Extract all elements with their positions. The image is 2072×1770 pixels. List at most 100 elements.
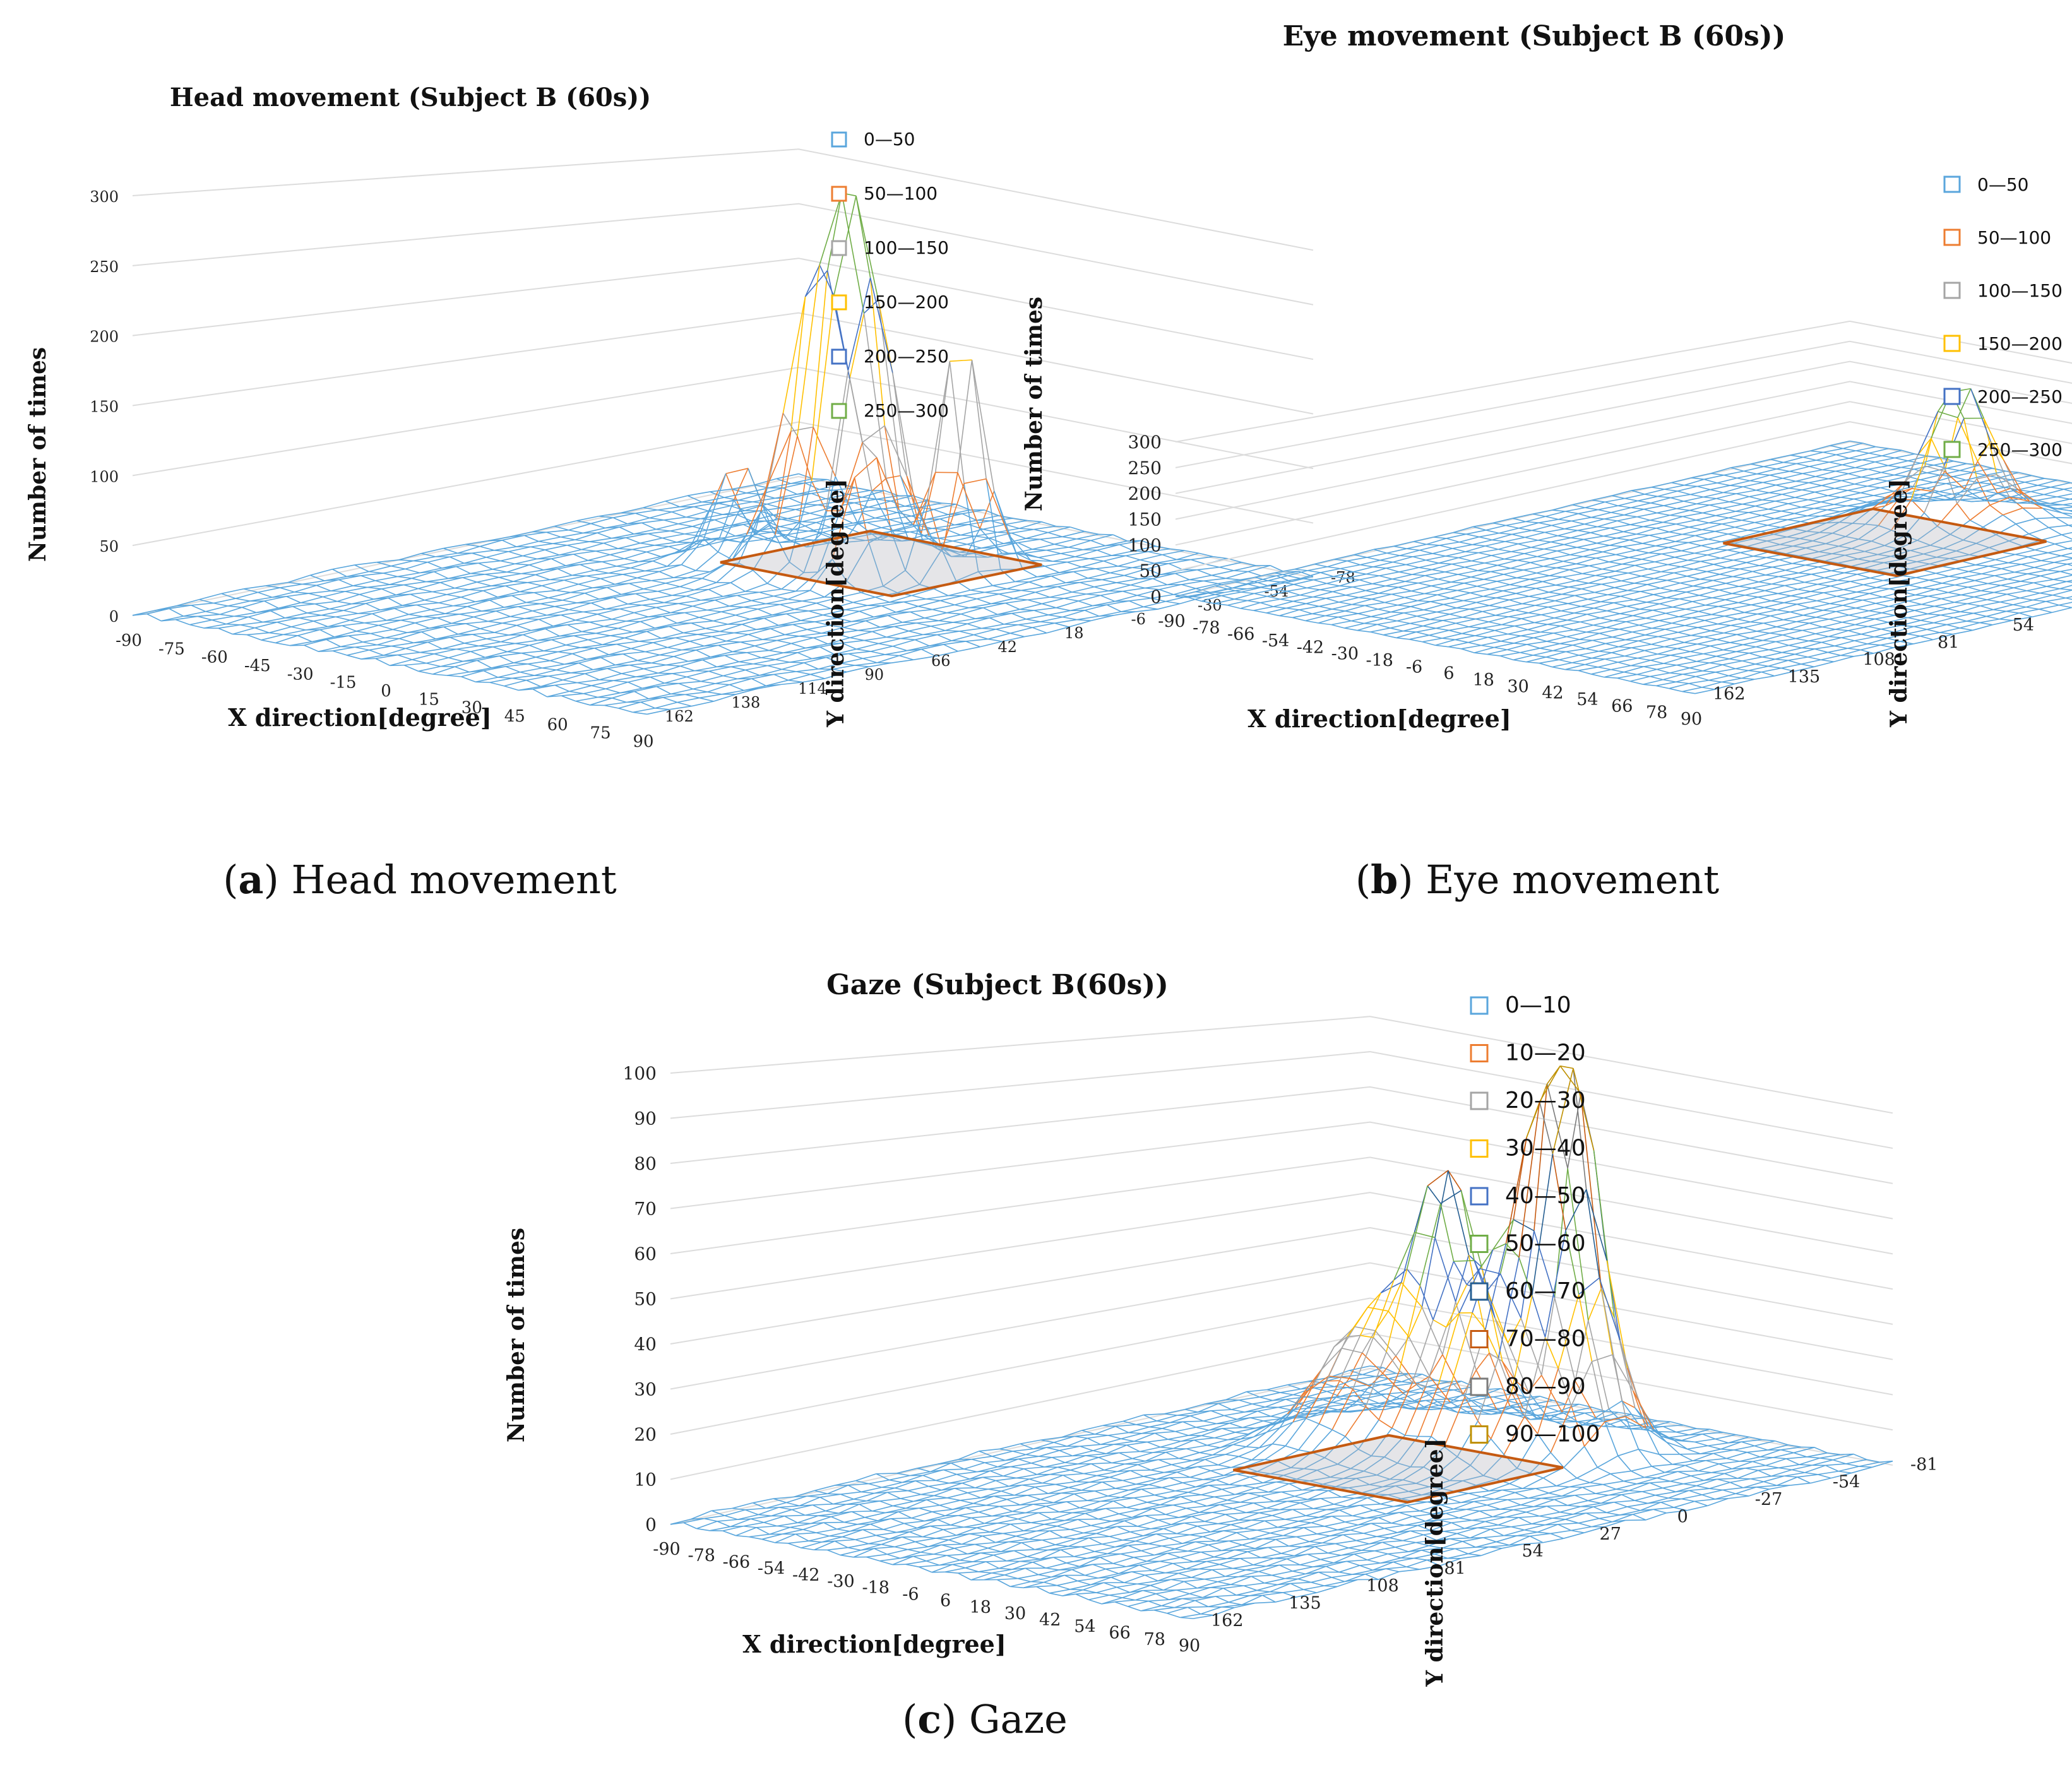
mesh-segment (1743, 466, 1764, 472)
mesh-segment (702, 655, 725, 661)
mesh-segment (786, 613, 801, 621)
mesh-segment (1669, 531, 1682, 535)
mesh-segment (1533, 650, 1553, 656)
mesh-segment (993, 490, 1017, 554)
mesh-segment (1842, 621, 1855, 626)
mesh-segment (1586, 627, 1607, 633)
mesh-segment (1894, 631, 1907, 634)
mesh-segment (1487, 633, 1508, 638)
mesh-segment (1499, 527, 1519, 534)
mesh-segment (1391, 611, 1404, 614)
mesh-segment (1989, 497, 2010, 506)
mesh-segment (759, 591, 774, 597)
mesh-segment (1975, 564, 1989, 567)
mesh-segment (749, 614, 773, 620)
mesh-segment (1779, 559, 1793, 564)
mesh-segment (1564, 523, 1585, 530)
mesh-segment (1955, 564, 1976, 569)
mesh-segment (1768, 649, 1782, 653)
mesh-segment (506, 564, 530, 573)
mesh-segment (552, 539, 576, 544)
mesh-segment (1821, 497, 1842, 502)
mesh-segment (1672, 617, 1692, 624)
mesh-segment (1715, 515, 1729, 519)
mesh-segment (1227, 600, 1247, 606)
mesh-segment (292, 606, 307, 614)
mesh-segment (1400, 549, 1420, 556)
mesh-segment (1696, 497, 1717, 505)
mesh-segment (563, 679, 578, 684)
mesh-segment (809, 559, 833, 591)
mesh-segment (1979, 482, 1992, 485)
mesh-segment (823, 614, 838, 619)
mesh-segment (962, 595, 977, 600)
mesh-segment (1468, 641, 1482, 646)
mesh-segment (807, 624, 830, 630)
mesh-segment (1740, 552, 1754, 557)
mesh-segment (1965, 475, 1986, 481)
mesh-segment (1814, 645, 1835, 650)
mesh-segment (1396, 637, 1410, 640)
mesh-segment (619, 526, 634, 535)
mesh-segment (1017, 542, 1033, 550)
mesh-segment (1729, 658, 1742, 662)
mesh-segment (235, 598, 251, 602)
mesh-segment (1712, 597, 1725, 600)
mesh-segment (854, 499, 877, 504)
mesh-segment (948, 509, 970, 515)
mesh-segment (540, 600, 563, 605)
mesh-segment (1059, 566, 1082, 573)
mesh-segment (1429, 629, 1450, 636)
mesh-segment (524, 532, 547, 537)
mesh-segment (1159, 584, 1182, 590)
mesh-segment (855, 196, 871, 278)
mesh-segment (697, 631, 720, 635)
mesh-segment (1141, 540, 1157, 547)
mesh-segment (1729, 512, 1749, 519)
mesh-segment (1770, 470, 1790, 476)
mesh-segment (1729, 501, 1743, 505)
mesh-segment (1494, 646, 1508, 651)
mesh-segment (1575, 591, 1595, 597)
mesh-segment (824, 512, 847, 518)
mesh-segment (585, 592, 600, 600)
mesh-segment (1650, 672, 1670, 677)
mesh-segment (751, 678, 766, 687)
mesh-segment (675, 548, 690, 554)
mesh-segment (213, 598, 236, 604)
mesh-segment (1865, 505, 1886, 525)
mesh-segment (1913, 482, 1934, 487)
mesh-segment (911, 588, 934, 597)
mesh-segment (765, 598, 789, 605)
mesh-segment (1669, 526, 1689, 533)
mesh-segment (1967, 603, 1980, 607)
mesh-segment (894, 622, 917, 627)
mesh-segment (1840, 492, 1861, 498)
mesh-segment (1701, 687, 1715, 690)
mesh-segment (1749, 633, 1770, 639)
mesh-segment (1339, 585, 1353, 588)
mesh-segment (578, 578, 601, 585)
mesh-segment (1306, 587, 1320, 591)
mesh-segment (1936, 556, 1950, 559)
mesh-segment (1662, 679, 1676, 683)
mesh-segment (643, 583, 666, 590)
mesh-segment (1809, 607, 1823, 611)
mesh-segment (1609, 539, 1630, 546)
mesh-segment (1956, 503, 1971, 521)
mesh-segment (1823, 448, 1843, 453)
mesh-segment (729, 605, 744, 608)
mesh-segment (1027, 599, 1042, 605)
mesh-segment (1950, 520, 1970, 535)
mesh-segment (1999, 597, 2020, 603)
mesh-segment (1670, 494, 1691, 499)
mesh-segment (1762, 494, 1782, 501)
mesh-segment (1572, 644, 1586, 650)
mesh-segment (956, 571, 979, 581)
mesh-segment (597, 526, 620, 533)
mesh-segment (505, 666, 520, 673)
mesh-segment (2008, 562, 2021, 565)
mesh-segment (1331, 620, 1352, 626)
mesh-segment (332, 564, 355, 570)
mesh-segment (1795, 491, 1815, 498)
